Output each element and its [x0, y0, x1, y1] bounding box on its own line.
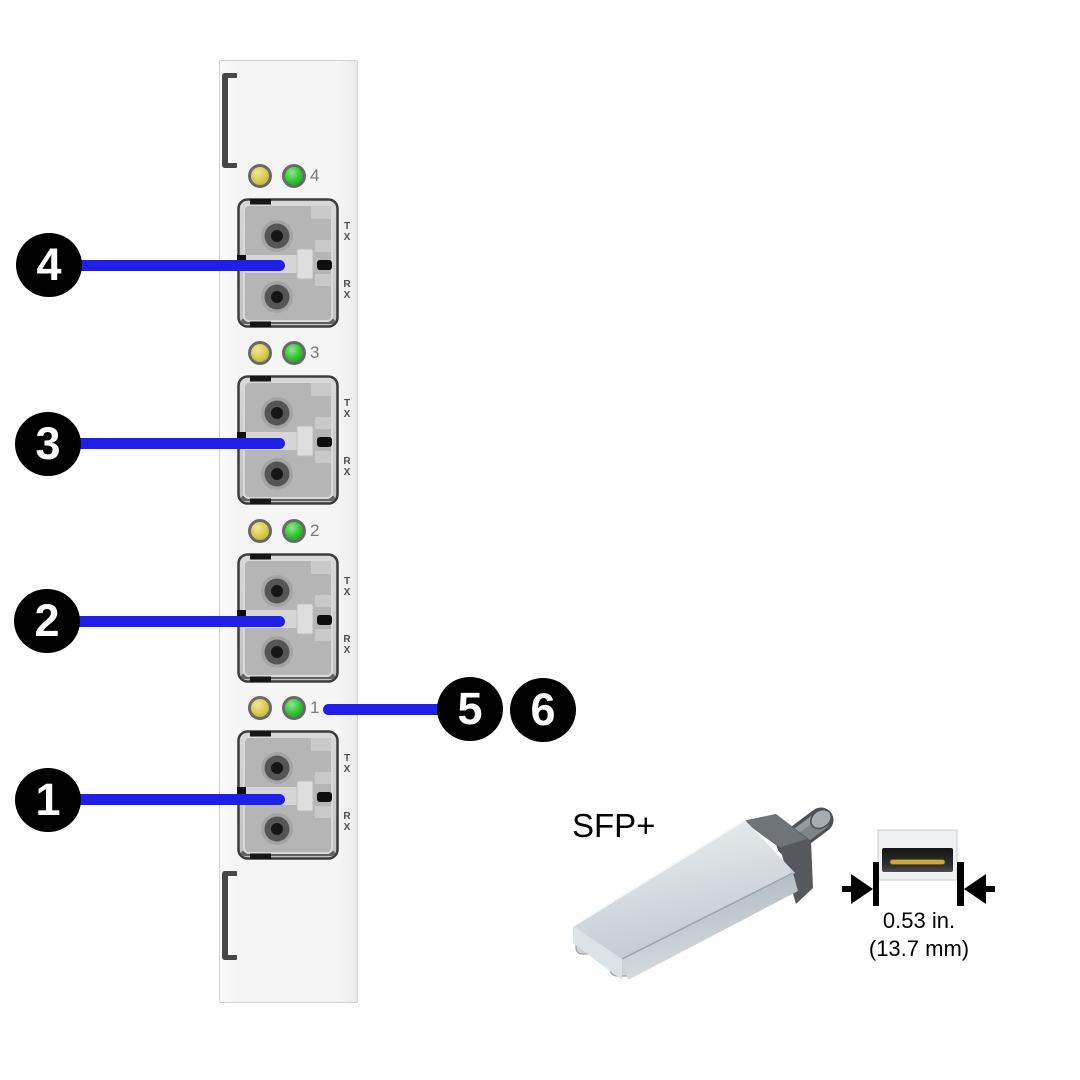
faceplate-bottom-bracket — [222, 871, 237, 960]
port-3-socket: TX RX — [237, 375, 351, 505]
callout-4: 4 — [16, 233, 82, 297]
port-2-socket: TX RX — [237, 553, 351, 683]
port-1-tx-label: TX — [343, 753, 351, 775]
callout-6: 6 — [510, 678, 576, 742]
port-4-led-row: 4 — [248, 164, 319, 188]
callout-2: 2 — [14, 589, 80, 653]
port-1-socket: TX RX — [237, 730, 351, 860]
callout-3: 3 — [15, 412, 81, 476]
port-2-tx-label: TX — [343, 576, 351, 598]
sfp-width-dimension-text: 0.53 in. (13.7 mm) — [843, 907, 995, 963]
port-3-number-label: 3 — [310, 343, 320, 362]
port-3-green-led-icon — [282, 341, 306, 365]
port-3-amber-led-icon — [248, 341, 272, 365]
port-2-amber-led-icon — [248, 519, 272, 543]
port-4-number-label: 4 — [310, 166, 320, 185]
callout-line-port-2 — [47, 616, 285, 627]
port-1-green-led-icon — [282, 696, 306, 720]
port-4-socket: TX RX — [237, 198, 351, 328]
faceplate-top-bracket — [222, 73, 237, 168]
port-4-tx-label: TX — [343, 221, 351, 243]
sfp-width-dimension-drawing — [842, 829, 995, 906]
port-1-led-row: 1 — [248, 696, 319, 720]
port-3-led-row: 3 — [248, 341, 319, 365]
callout-line-port-4 — [49, 260, 285, 271]
sfp-transceiver-illustration — [572, 807, 834, 980]
port-4-amber-led-icon — [248, 164, 272, 188]
port-3-tx-label: TX — [343, 398, 351, 420]
port-4-rx-label: RX — [343, 279, 351, 301]
callout-5: 5 — [437, 677, 503, 741]
port-3-rx-label: RX — [343, 456, 351, 478]
port-1-number-label: 1 — [310, 698, 320, 717]
port-2-number-label: 2 — [310, 521, 320, 540]
sfp-plus-label: SFP+ — [572, 807, 656, 844]
callout-line-port-3 — [48, 438, 285, 449]
port-2-green-led-icon — [282, 519, 306, 543]
port-1-amber-led-icon — [248, 696, 272, 720]
dimension-millimeters: (13.7 mm) — [868, 936, 970, 961]
dimension-inches: 0.53 in. — [882, 908, 956, 933]
callout-1: 1 — [15, 768, 81, 832]
port-2-rx-label: RX — [343, 634, 351, 656]
port-4-green-led-icon — [282, 164, 306, 188]
callout-line-leds — [323, 704, 470, 715]
callout-line-port-1 — [48, 794, 285, 805]
port-2-led-row: 2 — [248, 519, 319, 543]
port-1-rx-label: RX — [343, 811, 351, 833]
